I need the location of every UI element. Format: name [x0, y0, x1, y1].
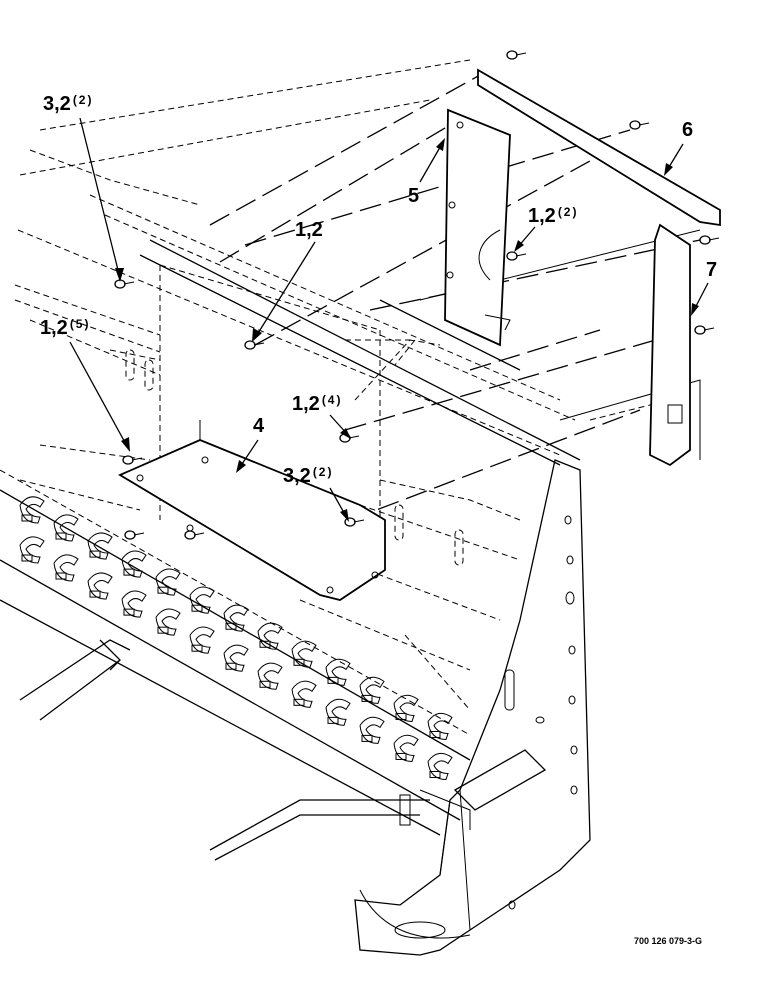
callout-3-2-lower: 3,2(2): [283, 465, 349, 522]
end-sheet: [139, 239, 591, 956]
callout-1-2-right: 1,2(2): [514, 205, 578, 252]
bolts: [114, 50, 720, 540]
svg-text:1,2: 1,2: [295, 219, 323, 241]
svg-text:4: 4: [253, 415, 265, 437]
callout-4: 4: [236, 415, 265, 473]
svg-text:3,2(2): 3,2(2): [43, 93, 93, 115]
callouts: 3,2(2) 1,2 1,2(5) 4 1,2(4): [40, 93, 717, 522]
part-6-angle: [477, 68, 721, 227]
svg-text:3,2(2): 3,2(2): [283, 465, 333, 487]
callout-1-2-four: 1,2(4): [292, 393, 351, 439]
svg-text:6: 6: [682, 119, 693, 141]
part-7-panel: [649, 223, 691, 467]
svg-text:1,2(5): 1,2(5): [40, 317, 90, 339]
svg-text:1,2(4): 1,2(4): [292, 393, 342, 415]
callout-1-2-five: 1,2(5): [40, 317, 130, 452]
callout-5: 5: [408, 138, 445, 207]
svg-text:5: 5: [408, 185, 419, 207]
callout-7: 7: [691, 259, 717, 316]
figure-id: 700 126 079-3-G: [634, 936, 702, 946]
svg-text:7: 7: [706, 259, 717, 281]
callout-3-2-upper: 3,2(2): [43, 93, 124, 282]
header-frame: [14, 59, 701, 711]
svg-text:1,2(2): 1,2(2): [528, 205, 578, 227]
callout-6: 6: [664, 119, 693, 176]
callout-1-2: 1,2: [252, 219, 323, 342]
part-5-bracket: [444, 108, 511, 347]
alignment-lines: [209, 74, 701, 521]
auger-flights: [0, 469, 471, 836]
skid-rails: [19, 639, 430, 861]
